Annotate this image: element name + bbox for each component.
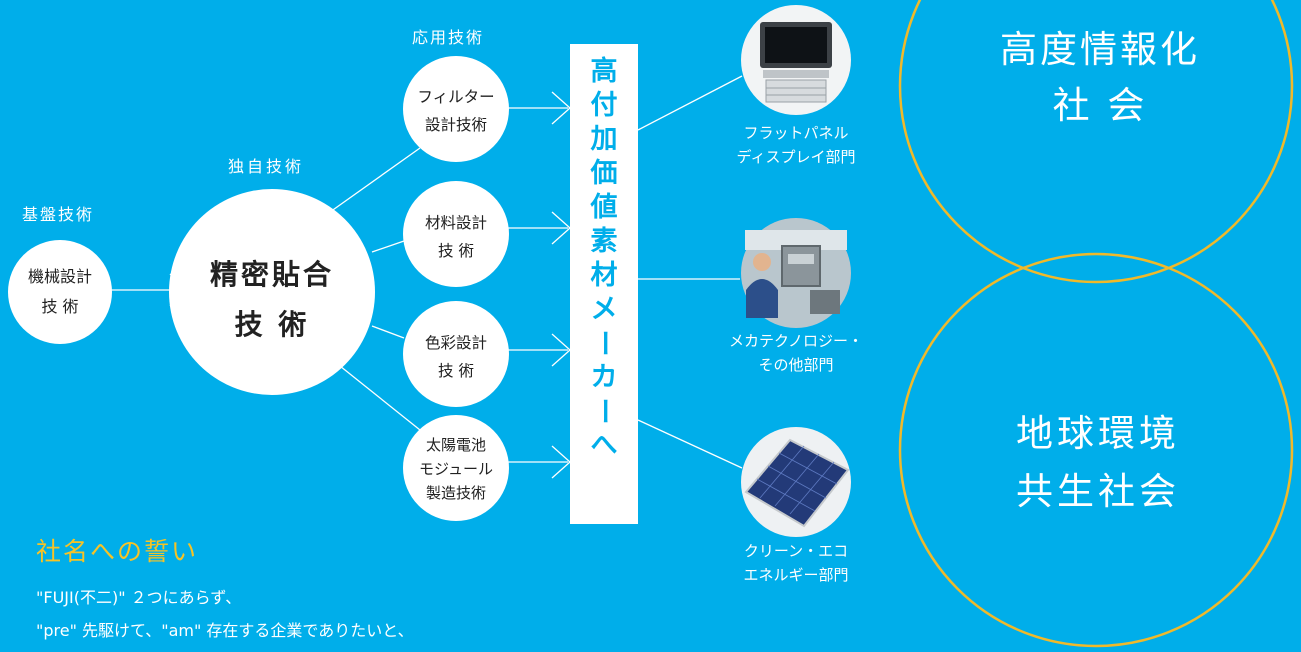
society-information-line-1: 高度情報化 xyxy=(1000,28,1200,71)
core-tech-node xyxy=(169,189,375,395)
applied-node-material-line-1: 材料設計 xyxy=(425,214,487,232)
banner-glyph: 価 xyxy=(590,158,618,189)
core-tech-line-1: 精密貼合 xyxy=(210,258,334,291)
applied-node-solar xyxy=(403,415,509,521)
applied-node-solar-line-1: 太陽電池 xyxy=(426,436,486,454)
division-energy-line-2: エネルギー部門 xyxy=(743,566,848,584)
banner-glyph: カ xyxy=(591,362,618,393)
flat-panel-display-icon xyxy=(741,5,851,115)
pledge-title: 社名への誓い xyxy=(36,537,199,566)
applied-node-solar-line-2: モジュール xyxy=(419,460,493,478)
banner-glyph: 材 xyxy=(591,260,618,291)
banner-glyph: 値 xyxy=(590,192,618,223)
division-mechatech-line-1: メカテクノロジー・ xyxy=(729,332,863,350)
applied-node-filter xyxy=(403,56,509,162)
division-energy-line-1: クリーン・エコ xyxy=(744,542,848,560)
society-circle-information xyxy=(898,0,1294,284)
applied-node-solar-line-3: 製造技術 xyxy=(426,484,486,502)
solar-panel-icon xyxy=(741,427,851,537)
banner-glyph: 付 xyxy=(591,90,618,121)
core-tech-label: 独自技術 xyxy=(228,157,304,176)
value-banner xyxy=(570,44,638,524)
pledge-line-1: "FUJI(不二)" ２つにあらず、 xyxy=(36,588,242,607)
division-display-line-1: フラットパネル xyxy=(743,124,848,142)
division-mechatech-line-2: その他部門 xyxy=(758,356,833,374)
society-circle-environment xyxy=(898,252,1294,648)
applied-node-color xyxy=(403,301,509,407)
banner-glyph: ー xyxy=(588,398,619,425)
division-display-line-2: ディスプレイ部門 xyxy=(737,148,856,166)
banner-glyph: ー xyxy=(588,330,619,357)
technician-machinery-icon xyxy=(741,218,851,328)
banner-glyph: 高 xyxy=(591,55,618,87)
applied-node-material-line-2: 技 術 xyxy=(438,242,474,260)
applied-tech-label: 応用技術 xyxy=(412,28,484,47)
base-tech-line-2: 技 術 xyxy=(41,297,78,316)
core-tech-line-2: 技 術 xyxy=(235,308,310,341)
society-environment-line-1: 地球環境 xyxy=(1016,412,1180,455)
base-tech-node xyxy=(8,240,112,344)
banner-glyph: メ xyxy=(591,294,618,325)
pledge-line-2: "pre" 先駆けて、"am" 存在する企業でありたいと、 xyxy=(36,621,414,640)
banner-glyph: 加 xyxy=(591,124,618,155)
society-information-line-2: 社 会 xyxy=(1053,84,1148,127)
applied-node-material xyxy=(403,181,509,287)
applied-node-filter-line-1: フィルター xyxy=(417,88,494,106)
applied-node-color-line-2: 技 術 xyxy=(438,362,474,380)
banner-glyph: 素 xyxy=(591,226,618,257)
banner-glyph: へ xyxy=(591,430,618,461)
base-tech-line-1: 機械設計 xyxy=(28,267,92,286)
base-tech-label: 基盤技術 xyxy=(22,205,94,224)
applied-node-color-line-1: 色彩設計 xyxy=(425,334,487,352)
applied-node-filter-line-2: 設計技術 xyxy=(425,116,487,134)
society-environment-line-2: 共生社会 xyxy=(1016,470,1180,513)
